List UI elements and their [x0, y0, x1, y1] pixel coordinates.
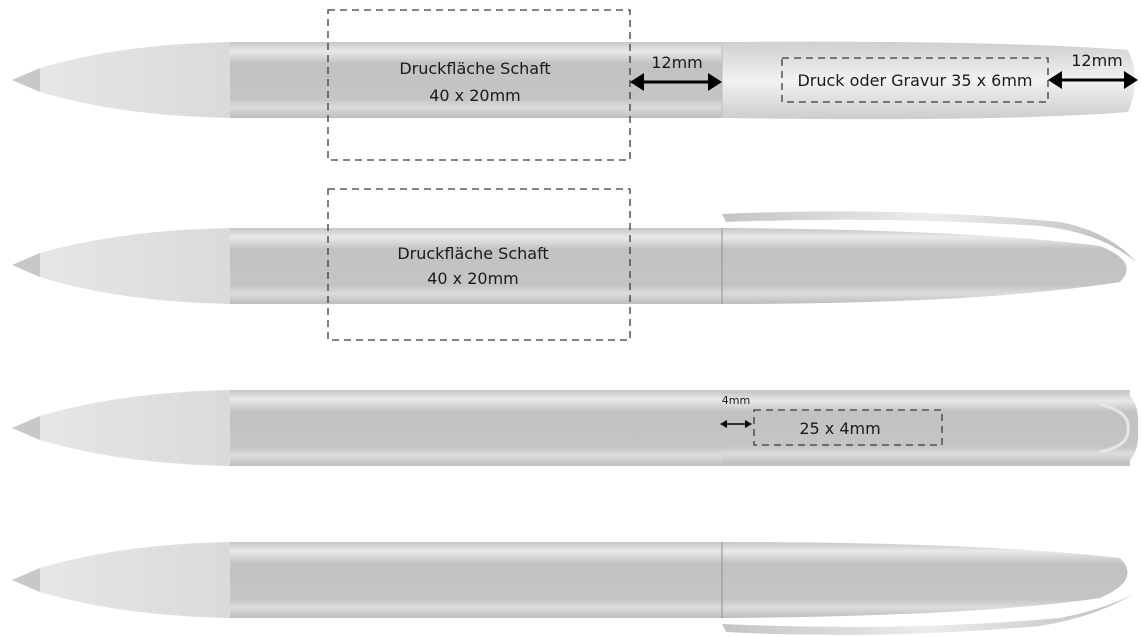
small-offset-label: 4mm: [722, 394, 750, 407]
small-print-area-label: 25 x 4mm: [799, 419, 880, 438]
pen-cap: [722, 542, 1128, 618]
clip-offset-arrow: [630, 73, 722, 91]
pen-clip-inner: [1099, 402, 1130, 454]
pen-clip: [722, 592, 1136, 635]
clip-end-offset-arrow: [1048, 71, 1138, 89]
print-area-label-line1: Druckfläche Schaft: [397, 244, 548, 263]
pen-side-view-clip-up: Druckfläche Schaft 40 x 20mm: [12, 188, 1136, 341]
pen-cap: [722, 228, 1127, 304]
clip-offset-label: 12mm: [651, 53, 703, 72]
clip-end-offset-label: 12mm: [1071, 51, 1123, 70]
pen-shaft: [230, 542, 722, 618]
pen-tip: [12, 542, 232, 618]
pen-side-view-clip-down: [12, 542, 1136, 635]
print-area-box: [327, 188, 631, 341]
small-offset-arrow: [720, 420, 752, 428]
clip-print-area-label: Druck oder Gravur 35 x 6mm: [797, 71, 1032, 90]
print-area-label-line1: Druckfläche Schaft: [399, 59, 550, 78]
print-area-label-line2: 40 x 20mm: [429, 86, 521, 105]
pen-shaft: [230, 228, 722, 304]
pen-clip-body: [722, 41, 1135, 120]
small-print-area-box: [753, 409, 943, 446]
pen-tip: [12, 228, 232, 304]
pen-tip: [12, 390, 232, 466]
pen-clip: [722, 211, 1136, 262]
pen-top-view-clip: 4mm 25 x 4mm: [12, 390, 1139, 466]
pen-tip-point: [12, 253, 40, 277]
pen-tip-point: [12, 416, 40, 440]
pen-tip: [12, 42, 232, 118]
pen-clip-top: [722, 392, 1139, 464]
print-area-label-line2: 40 x 20mm: [427, 269, 519, 288]
pen-shaft: [230, 42, 722, 118]
pen-tip-point: [12, 68, 40, 92]
pen-front-view: Druckfläche Schaft 40 x 20mm 12mm Druck …: [12, 9, 1138, 161]
print-area-box: [327, 9, 631, 161]
pen-tip-point: [12, 568, 40, 592]
